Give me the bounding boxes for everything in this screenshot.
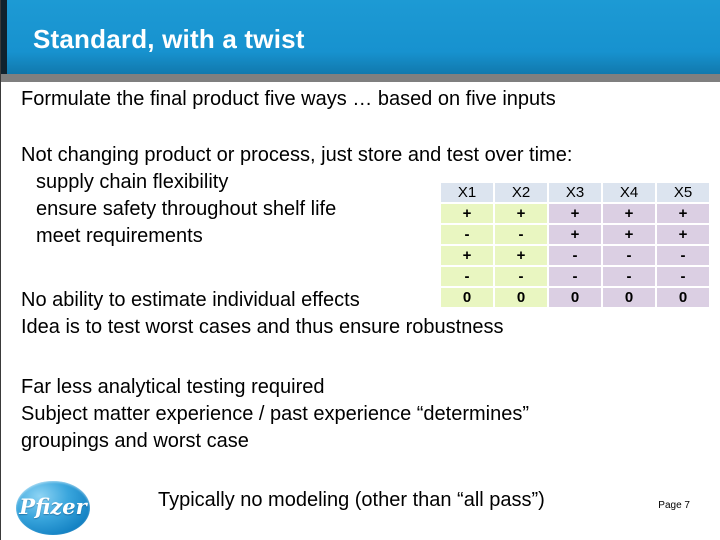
table-header-row: X1 X2 X3 X4 X5 bbox=[441, 183, 709, 202]
column-header: X2 bbox=[495, 183, 547, 202]
table-cell: - bbox=[495, 267, 547, 286]
intro-line: Formulate the final product five ways … … bbox=[21, 88, 556, 110]
paragraph-store-and-test: Not changing product or process, just st… bbox=[21, 142, 572, 250]
table-row: ----- bbox=[441, 267, 709, 286]
page-number: Page 7 bbox=[658, 500, 690, 511]
list-item: supply chain flexibility bbox=[36, 171, 229, 193]
list-item: meet requirements bbox=[36, 225, 203, 247]
title-bar: Standard, with a twist bbox=[1, 0, 720, 74]
table-cell: + bbox=[441, 246, 493, 265]
table-cell: + bbox=[549, 204, 601, 223]
text-line: groupings and worst case bbox=[21, 430, 249, 452]
table-row: ++--- bbox=[441, 246, 709, 265]
paragraph-far-less: Far less analytical testing required Sub… bbox=[21, 374, 529, 455]
table-cell: - bbox=[657, 246, 709, 265]
table-cell: - bbox=[657, 267, 709, 286]
table-cell: + bbox=[495, 204, 547, 223]
pfizer-logo: Pfizer bbox=[16, 481, 90, 535]
table-cell: 0 bbox=[657, 288, 709, 307]
table-cell: - bbox=[603, 267, 655, 286]
column-header: X5 bbox=[657, 183, 709, 202]
table-cell: + bbox=[657, 225, 709, 244]
text-line: Far less analytical testing required bbox=[21, 376, 325, 398]
pfizer-logo-text: Pfizer bbox=[19, 494, 87, 519]
table-cell: - bbox=[549, 246, 601, 265]
table-cell: 0 bbox=[441, 288, 493, 307]
table-cell: 0 bbox=[495, 288, 547, 307]
table-cell: + bbox=[549, 225, 601, 244]
text-line: Idea is to test worst cases and thus ens… bbox=[21, 316, 504, 338]
table-cell: - bbox=[495, 225, 547, 244]
table-cell: + bbox=[603, 204, 655, 223]
table-cell: + bbox=[495, 246, 547, 265]
table-cell: - bbox=[441, 267, 493, 286]
table-cell: - bbox=[441, 225, 493, 244]
table-cell: + bbox=[441, 204, 493, 223]
column-header: X4 bbox=[603, 183, 655, 202]
table-cell: + bbox=[657, 204, 709, 223]
text-line: Subject matter experience / past experie… bbox=[21, 403, 530, 425]
table-cell: 0 bbox=[549, 288, 601, 307]
footer-note: Typically no modeling (other than “all p… bbox=[158, 489, 545, 511]
header-divider bbox=[1, 74, 720, 82]
table-cell: - bbox=[549, 267, 601, 286]
paragraph-heading: Not changing product or process, just st… bbox=[21, 144, 573, 166]
table-cell: - bbox=[603, 246, 655, 265]
column-header: X1 bbox=[441, 183, 493, 202]
list-item: ensure safety throughout shelf life bbox=[36, 198, 337, 220]
table-cell: 0 bbox=[603, 288, 655, 307]
table-cell: + bbox=[603, 225, 655, 244]
text-line: No ability to estimate individual effect… bbox=[21, 289, 360, 311]
paragraph-no-ability: No ability to estimate individual effect… bbox=[21, 287, 503, 341]
slide-title: Standard, with a twist bbox=[33, 24, 305, 54]
table-row: +++++ bbox=[441, 204, 709, 223]
table-row: --+++ bbox=[441, 225, 709, 244]
column-header: X3 bbox=[549, 183, 601, 202]
